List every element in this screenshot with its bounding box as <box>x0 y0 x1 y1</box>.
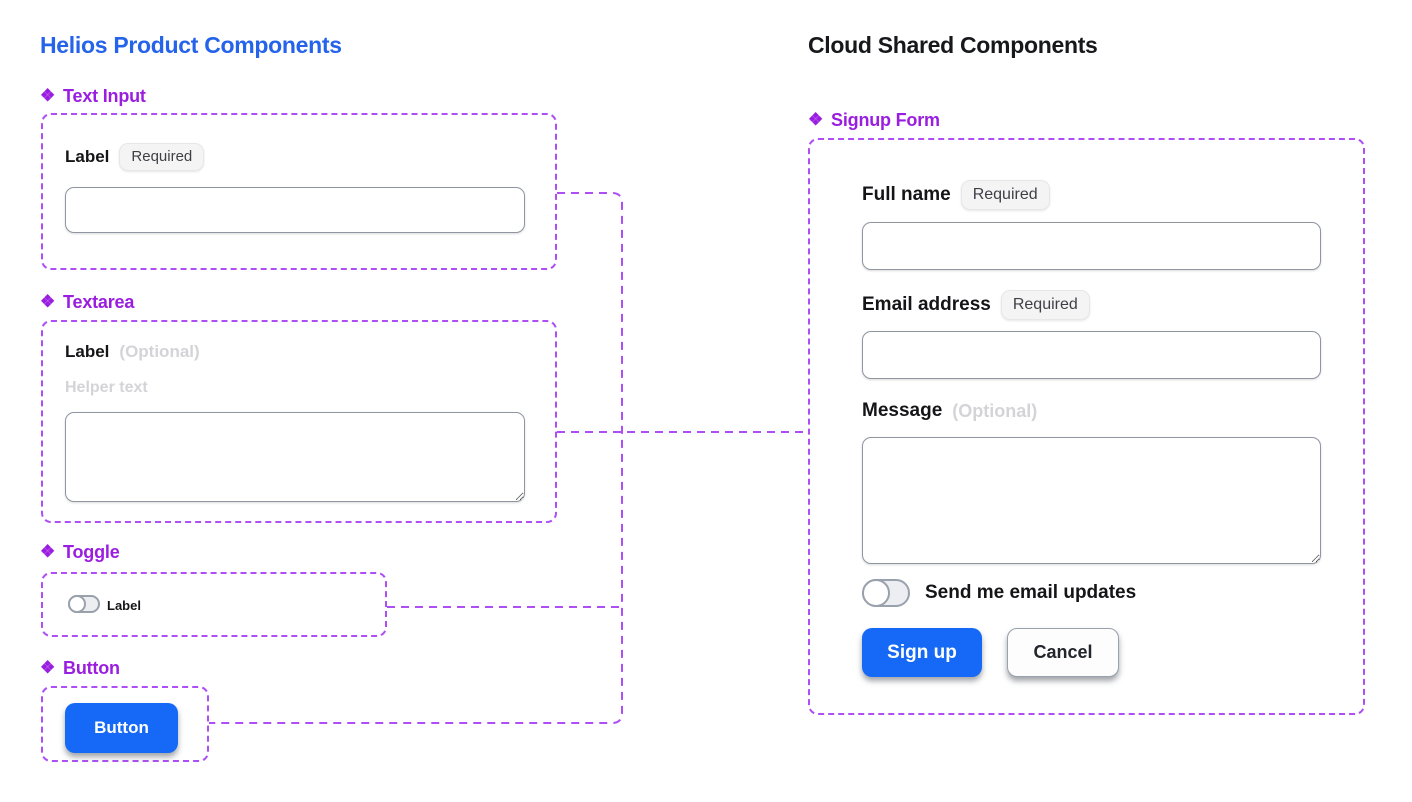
section-label-text-input: Text Input <box>63 86 146 106</box>
textarea-field[interactable] <box>65 412 525 502</box>
component-icon: ❖ <box>40 658 56 677</box>
message-label: Message <box>862 400 943 421</box>
text-input-label: Label <box>65 147 110 167</box>
email-updates-toggle[interactable] <box>862 579 910 607</box>
optional-hint: (Optional) <box>952 400 1038 421</box>
section-header-textarea: ❖ Textarea <box>40 292 134 313</box>
button-component-boundary <box>41 686 209 762</box>
message-textarea[interactable] <box>862 437 1321 564</box>
optional-hint: (Optional) <box>119 342 200 361</box>
toggle-switch[interactable] <box>68 595 100 613</box>
left-panel-title: Helios Product Components <box>40 32 342 58</box>
email-input[interactable] <box>862 331 1321 379</box>
toggle-label: Label <box>107 598 141 613</box>
section-label-signup-form: Signup Form <box>831 110 940 130</box>
section-header-button: ❖ Button <box>40 658 120 679</box>
email-label: Email address <box>862 293 991 315</box>
textarea-label: Label <box>65 342 110 361</box>
connector-textinput-trunk-button <box>209 192 623 724</box>
textarea-helper-text: Helper text <box>65 379 148 396</box>
toggle-knob <box>862 579 890 607</box>
section-label-textarea: Textarea <box>63 292 135 312</box>
component-icon: ❖ <box>40 542 56 561</box>
component-icon: ❖ <box>40 292 56 311</box>
full-name-input[interactable] <box>862 222 1321 270</box>
right-panel-title: Cloud Shared Components <box>808 32 1098 58</box>
section-header-signup-form: ❖ Signup Form <box>808 110 940 131</box>
section-header-text-input: ❖ Text Input <box>40 86 146 107</box>
toggle-component-boundary <box>41 572 387 637</box>
textarea-component-boundary <box>41 320 557 523</box>
section-label-button: Button <box>63 658 120 678</box>
section-header-toggle: ❖ Toggle <box>40 542 120 563</box>
component-icon: ❖ <box>808 110 824 129</box>
text-input-field[interactable] <box>65 187 525 233</box>
sign-up-button[interactable]: Sign up <box>862 628 982 677</box>
full-name-label: Full name <box>862 183 951 205</box>
required-badge: Required <box>960 180 1050 210</box>
signup-form-boundary <box>808 138 1365 715</box>
email-updates-label: Send me email updates <box>925 582 1137 603</box>
text-input-component-boundary <box>41 113 557 270</box>
sample-button[interactable]: Button <box>65 703 178 753</box>
section-label-toggle: Toggle <box>63 542 120 562</box>
required-badge: Required <box>1000 290 1090 320</box>
toggle-knob <box>68 595 86 613</box>
cancel-button[interactable]: Cancel <box>1007 628 1119 677</box>
required-badge: Required <box>119 143 205 172</box>
component-icon: ❖ <box>40 86 56 105</box>
